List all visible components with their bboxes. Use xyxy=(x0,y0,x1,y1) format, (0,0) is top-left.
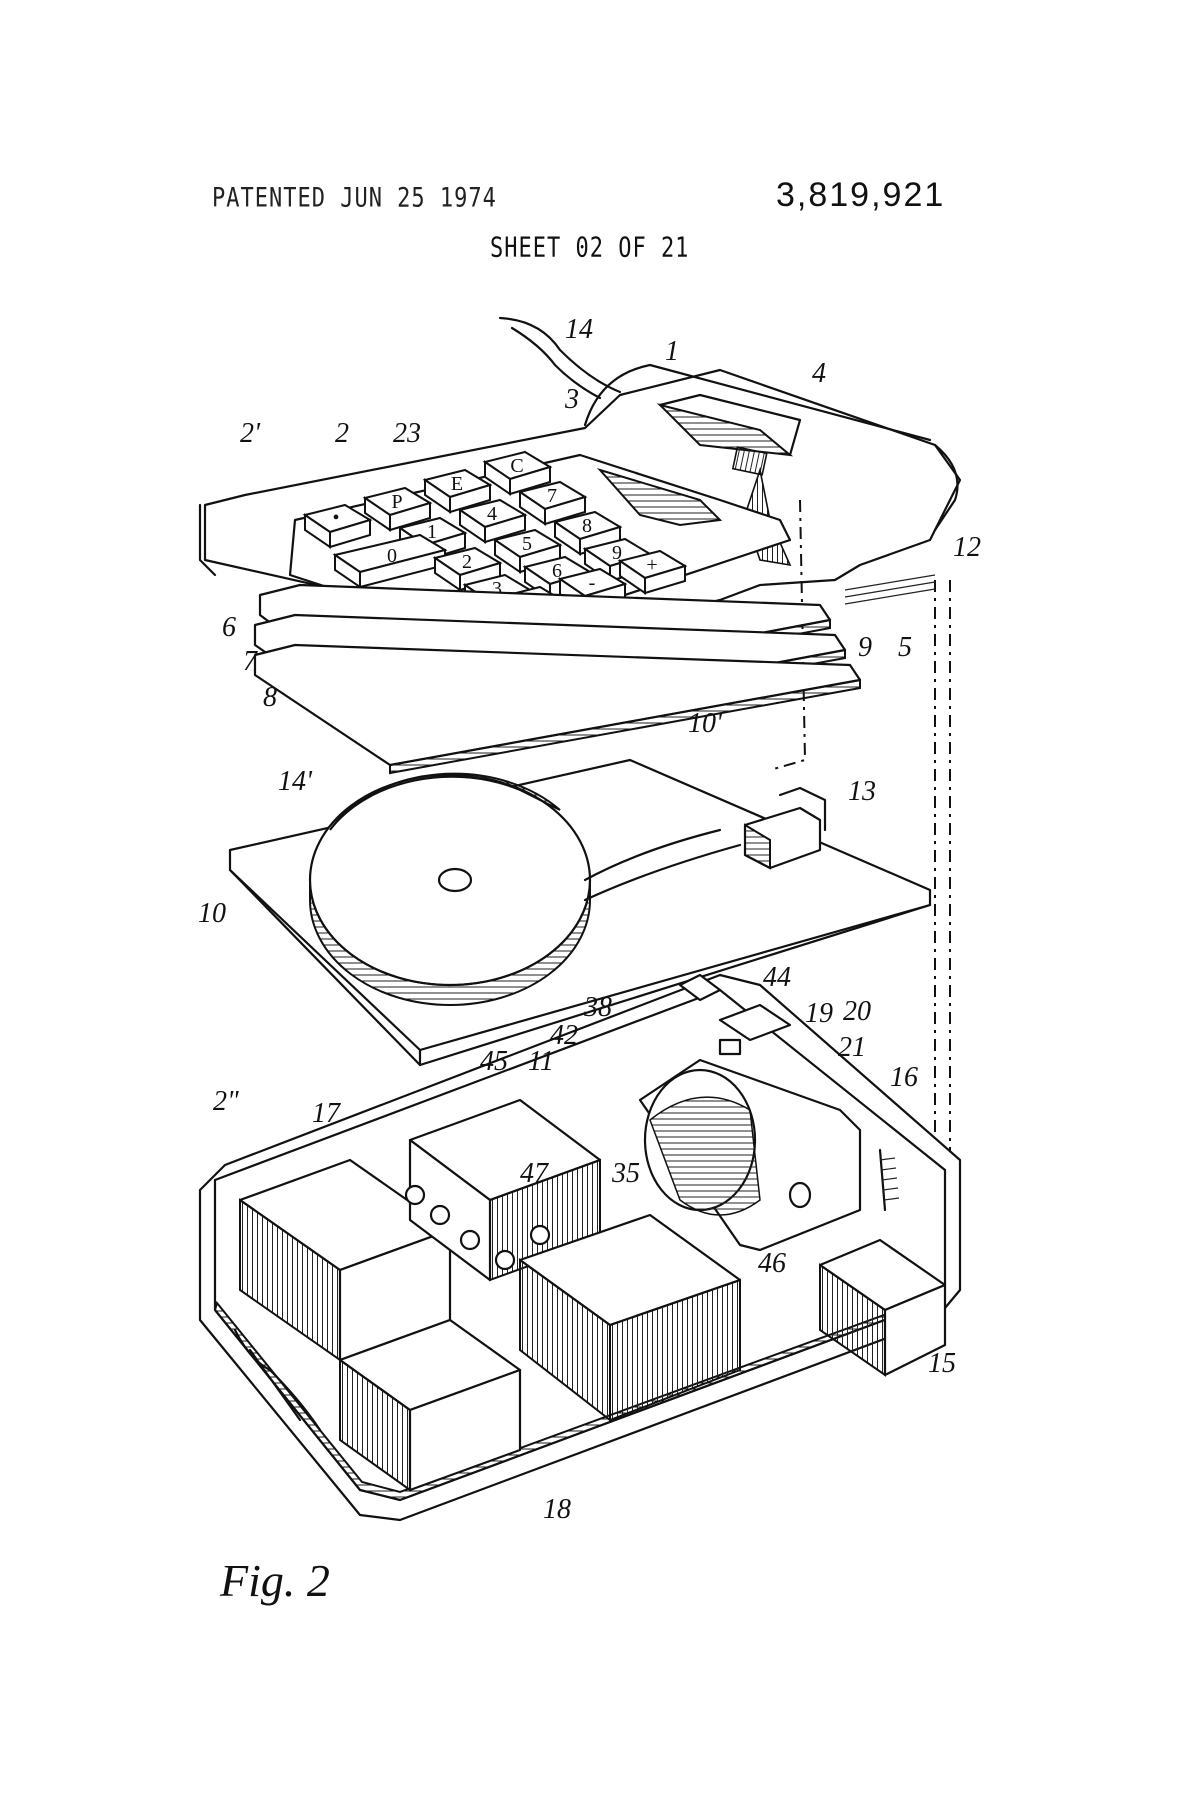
ref-47: 47 xyxy=(520,1158,549,1189)
svg-text:8: 8 xyxy=(582,515,592,537)
svg-text:5: 5 xyxy=(522,533,532,555)
svg-text:C: C xyxy=(510,455,523,477)
key-2: 2 xyxy=(432,546,503,592)
ref-11: 11 xyxy=(528,1046,554,1077)
ref-10: 10 xyxy=(198,898,226,929)
patent-number: 3,819,921 xyxy=(776,176,946,214)
ref-45: 45 xyxy=(480,1046,508,1077)
ref-38: 38 xyxy=(583,992,612,1023)
key-dot: • xyxy=(302,503,373,549)
svg-text:+: + xyxy=(646,554,657,576)
ref-35: 35 xyxy=(611,1158,640,1189)
svg-text:7: 7 xyxy=(547,485,557,507)
ref-18: 18 xyxy=(543,1494,571,1525)
svg-text:E: E xyxy=(451,473,463,495)
ref-13: 13 xyxy=(848,776,876,807)
ref-21: 21 xyxy=(838,1032,866,1063)
ref-8: 8 xyxy=(263,682,277,713)
ref-44: 44 xyxy=(763,962,791,993)
svg-text:1: 1 xyxy=(427,521,437,543)
sheet-number: SHEET 02 OF 21 xyxy=(490,232,690,265)
key-e: E xyxy=(422,468,493,514)
ref-7: 7 xyxy=(243,646,258,677)
ref-3: 3 xyxy=(564,384,579,415)
ref-16: 16 xyxy=(890,1062,918,1093)
svg-text:P: P xyxy=(391,491,402,513)
svg-text:-: - xyxy=(589,572,596,594)
key-plus: + xyxy=(617,549,688,595)
middle-plate xyxy=(228,758,932,1067)
ref-6: 6 xyxy=(222,612,236,643)
reference-numerals: 1 2 2' 2" 3 4 5 6 7 8 9 10 10' 11 12 13 … xyxy=(198,314,981,1525)
svg-text:0: 0 xyxy=(387,545,397,567)
ref-2-double-prime: 2" xyxy=(213,1086,239,1117)
svg-text:3: 3 xyxy=(492,578,502,600)
svg-text:4: 4 xyxy=(487,503,497,525)
ref-23: 23 xyxy=(393,418,421,449)
ref-17: 17 xyxy=(312,1098,341,1129)
ref-14-prime: 14' xyxy=(278,766,313,797)
svg-text:2: 2 xyxy=(462,551,472,573)
ref-1: 1 xyxy=(665,336,679,367)
ref-9: 9 xyxy=(858,632,872,663)
bottom-housing xyxy=(198,973,962,1522)
ref-15: 15 xyxy=(928,1348,956,1379)
key-4: 4 xyxy=(457,498,528,544)
layer-sheets xyxy=(253,583,862,775)
ref-5: 5 xyxy=(898,632,912,663)
key-7: 7 xyxy=(517,480,588,526)
patented-date-stamp: PATENTED JUN 25 1974 xyxy=(212,183,497,214)
ref-19: 19 xyxy=(805,998,833,1029)
ref-4: 4 xyxy=(812,358,826,389)
figure-caption: Fig. 2 xyxy=(219,1555,330,1606)
ref-10-prime: 10' xyxy=(688,708,723,739)
ref-20: 20 xyxy=(843,996,871,1027)
svg-text:9: 9 xyxy=(612,542,622,564)
svg-text:•: • xyxy=(332,507,339,529)
key-p: P xyxy=(362,486,433,532)
ref-2-prime: 2' xyxy=(240,418,261,449)
ref-46: 46 xyxy=(758,1248,786,1279)
ref-2: 2 xyxy=(335,418,349,449)
svg-text:6: 6 xyxy=(552,560,562,582)
ref-12: 12 xyxy=(953,532,981,563)
ref-14: 14 xyxy=(565,314,593,345)
key-0: 0 xyxy=(332,533,448,589)
ref-42: 42 xyxy=(550,1020,578,1051)
key-c: C xyxy=(482,450,553,496)
